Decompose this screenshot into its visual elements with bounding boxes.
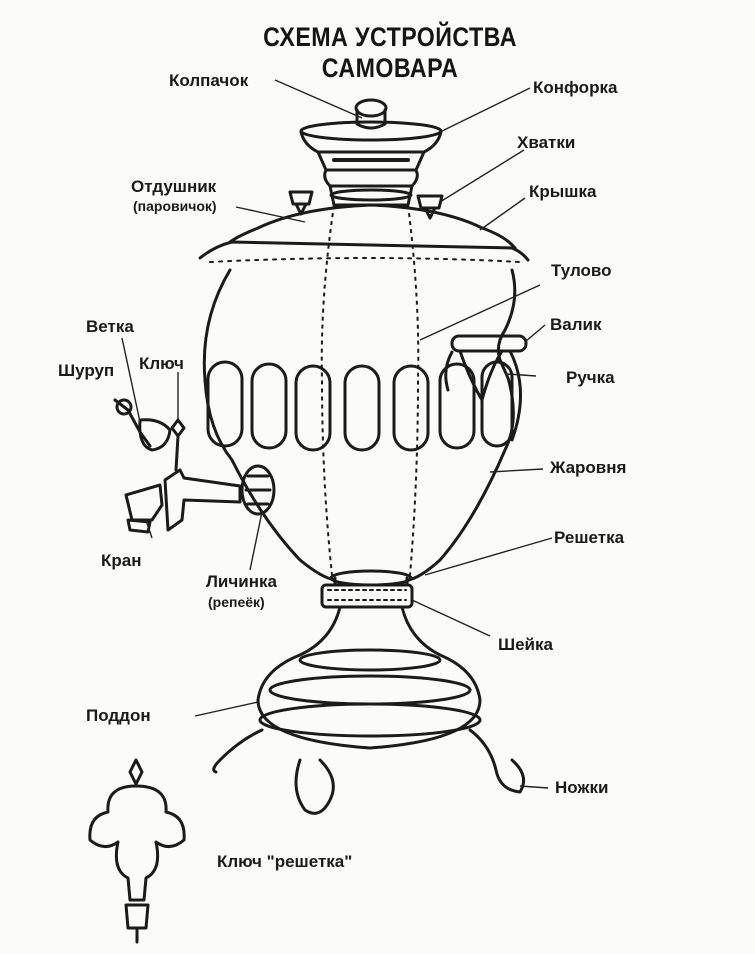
samovar-poddon	[256, 605, 482, 750]
diagram-title-line1: СХЕМА УСТРОЙСТВА	[263, 22, 517, 52]
label-hvatki: Хватки	[517, 133, 576, 152]
samovar-upper-neck	[323, 168, 419, 207]
label-kryshka: Крышка	[529, 182, 597, 201]
samovar-zharovnya	[320, 204, 420, 576]
label-ruchka: Ручка	[566, 368, 615, 387]
label-valik: Валик	[550, 315, 602, 334]
samovar-kolpachok	[354, 98, 388, 130]
label-otdushnik-note: (паровичок)	[133, 198, 217, 214]
label-reshetka: Решетка	[554, 528, 625, 547]
samovar-sheyka	[320, 583, 414, 609]
diagram-title-line2: САМОВАРА	[321, 53, 459, 83]
label-shurup: Шуруп	[58, 361, 115, 380]
samovar-nozhki	[212, 728, 526, 815]
label-vetka: Ветка	[86, 317, 134, 336]
samovar-vetka	[113, 398, 186, 472]
label-poddon: Поддон	[86, 706, 151, 725]
samovar-reshetka	[329, 569, 413, 587]
label-lichinka-note: (репеёк)	[208, 594, 265, 610]
label-sheyka: Шейка	[498, 635, 553, 654]
samovar-body-ovals	[206, 360, 514, 452]
label-kran: Кран	[101, 551, 142, 570]
leader-lines	[121, 79, 553, 789]
samovar-kran	[124, 464, 276, 534]
label-tulovo: Тулово	[551, 261, 612, 280]
label-konforka: Конфорка	[533, 78, 618, 97]
label-nozhki: Ножки	[555, 778, 609, 797]
samovar-ruchka	[444, 334, 528, 442]
samovar-kryshka	[198, 203, 530, 263]
label-kolpachok: Колпачок	[169, 71, 249, 90]
label-lichinka: Личинка	[206, 572, 277, 591]
label-klyuch-reshetka: Ключ "решетка"	[217, 852, 353, 871]
label-klyuch: Ключ	[139, 354, 184, 373]
klyuch-reshetka-drawing	[88, 758, 186, 944]
label-zharovnya: Жаровня	[550, 458, 627, 477]
label-otdushnik: Отдушник	[131, 177, 217, 196]
